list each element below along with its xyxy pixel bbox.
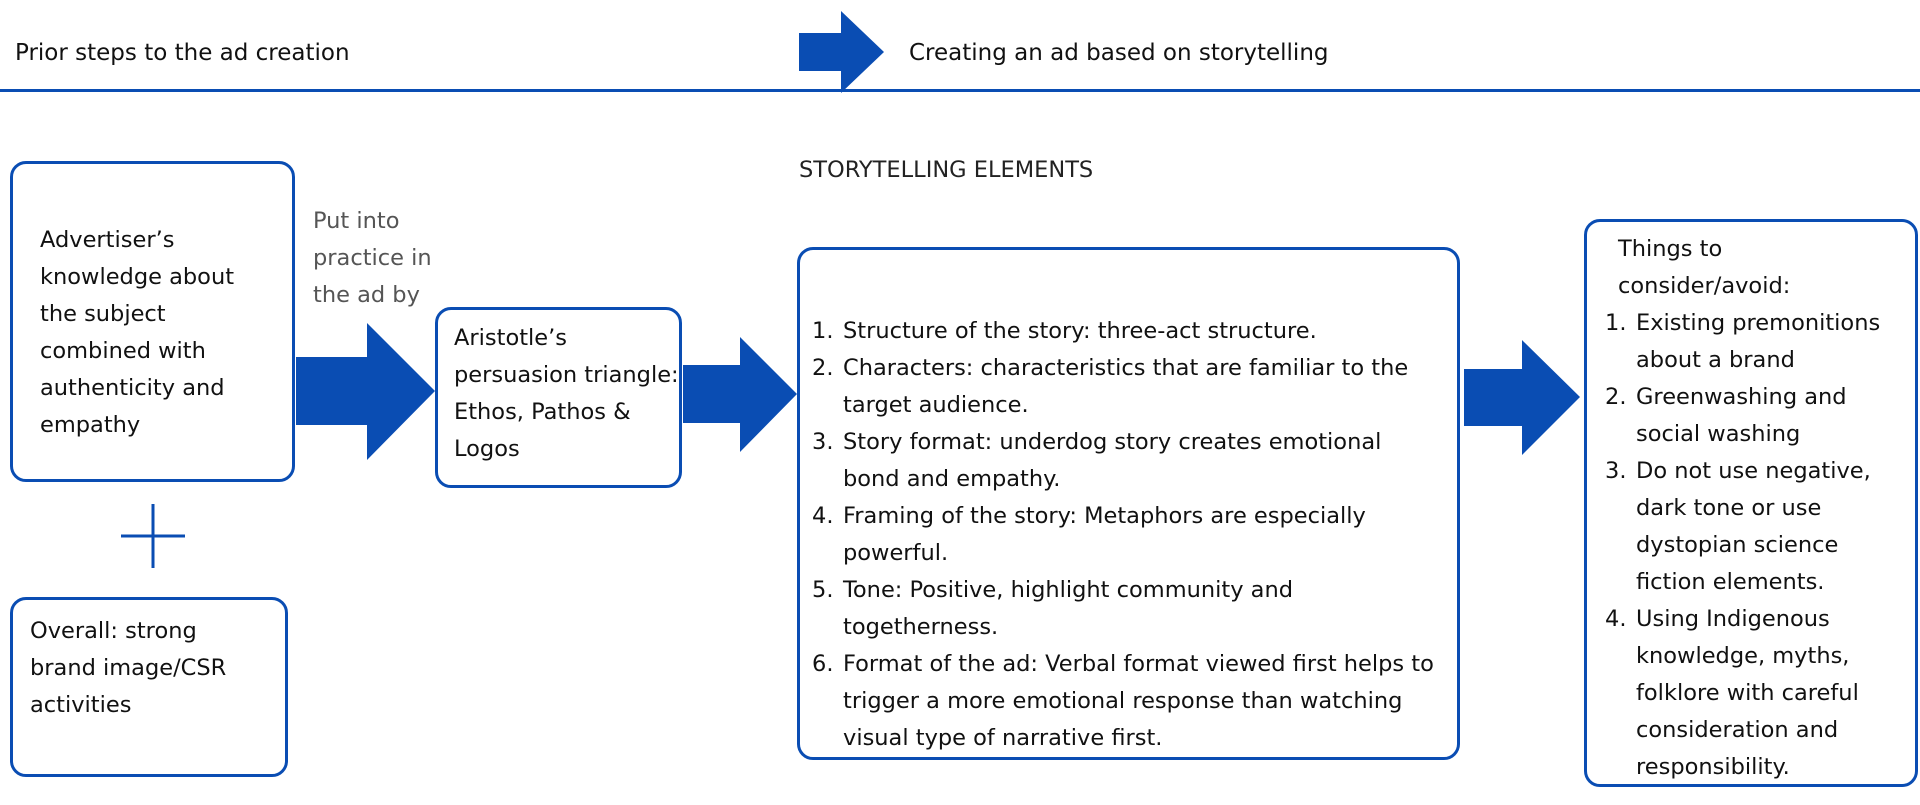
storytelling-item: 4. Framing of the story: Metaphors are es… bbox=[812, 498, 1437, 572]
header-arrow-icon bbox=[799, 11, 884, 93]
storytelling-item-number: 4. bbox=[812, 503, 834, 529]
considerations-title: Things to consider/avoid: bbox=[1618, 236, 1791, 299]
considerations-item-text: Do not use negative, dark tone or use dy… bbox=[1636, 458, 1871, 595]
storytelling-list: 1. Structure of the story: three-act stru… bbox=[812, 313, 1437, 757]
considerations-item-number: 2. bbox=[1605, 384, 1627, 410]
storytelling-item: 3. Story format: underdog story creates e… bbox=[812, 424, 1437, 498]
storytelling-item-number: 3. bbox=[812, 429, 834, 455]
overall-box-text: Overall: strong brand image/CSR activiti… bbox=[30, 618, 227, 718]
storytelling-item: 5. Tone: Positive, highlight community an… bbox=[812, 572, 1437, 646]
storytelling-item-text: Format of the ad: Verbal format viewed f… bbox=[843, 651, 1434, 751]
considerations-item-number: 3. bbox=[1605, 458, 1627, 484]
storytelling-item-text: Story format: underdog story creates emo… bbox=[843, 429, 1382, 492]
storytelling-item-number: 1. bbox=[812, 318, 834, 344]
considerations-item-text: Greenwashing and social washing bbox=[1636, 384, 1847, 447]
header-arrow-shape bbox=[799, 11, 884, 93]
connector-note: Put into practice in the ad by bbox=[313, 208, 432, 308]
header-left-label: Prior steps to the ad creation bbox=[15, 40, 350, 66]
storytelling-item-text: Tone: Positive, highlight community and … bbox=[843, 577, 1293, 640]
arrow-right-icon bbox=[1464, 340, 1580, 455]
considerations-item: 1. Existing premonitions about a brand bbox=[1605, 305, 1910, 379]
storytelling-item-number: 2. bbox=[812, 355, 834, 381]
overall-box: Overall: strong brand image/CSR activiti… bbox=[10, 597, 288, 777]
header-divider bbox=[0, 89, 1920, 92]
considerations-item-number: 4. bbox=[1605, 606, 1627, 632]
considerations-item-number: 1. bbox=[1605, 310, 1627, 336]
header-right-label: Creating an ad based on storytelling bbox=[909, 40, 1329, 66]
storytelling-item-text: Structure of the story: three-act struct… bbox=[843, 318, 1317, 344]
storytelling-item: 2. Characters: characteristics that are f… bbox=[812, 350, 1437, 424]
considerations-item: 3. Do not use negative, dark tone or use … bbox=[1605, 453, 1910, 601]
considerations-list: 1. Existing premonitions about a brand 2.… bbox=[1605, 305, 1910, 786]
storytelling-item: 1. Structure of the story: three-act stru… bbox=[812, 313, 1437, 350]
arrow-right-icon bbox=[296, 323, 435, 460]
storytelling-item-text: Framing of the story: Metaphors are espe… bbox=[843, 503, 1366, 566]
storytelling-item-text: Characters: characteristics that are fam… bbox=[843, 355, 1409, 418]
aristotle-box: Aristotle’s persuasion triangle: Ethos, … bbox=[435, 307, 682, 488]
knowledge-box-text: Advertiser’s knowledge about the subject… bbox=[40, 227, 235, 438]
considerations-item-text: Existing premonitions about a brand bbox=[1636, 310, 1881, 373]
considerations-box: Things to consider/avoid: 1. Existing pre… bbox=[1584, 219, 1918, 787]
knowledge-box: Advertiser’s knowledge about the subject… bbox=[10, 161, 295, 482]
considerations-item-text: Using Indigenous knowledge, myths, folkl… bbox=[1636, 606, 1859, 780]
considerations-item: 2. Greenwashing and social washing bbox=[1605, 379, 1910, 453]
plus-icon bbox=[121, 504, 185, 568]
aristotle-box-text: Aristotle’s persuasion triangle: Ethos, … bbox=[454, 325, 679, 462]
storytelling-item-number: 6. bbox=[812, 651, 834, 677]
storytelling-box: 1. Structure of the story: three-act stru… bbox=[797, 247, 1460, 760]
storytelling-heading: STORYTELLING ELEMENTS bbox=[799, 157, 1094, 183]
storytelling-item-number: 5. bbox=[812, 577, 834, 603]
arrow-right-icon bbox=[683, 337, 797, 452]
considerations-item: 4. Using Indigenous knowledge, myths, fol… bbox=[1605, 601, 1910, 786]
storytelling-item: 6. Format of the ad: Verbal format viewed… bbox=[812, 646, 1437, 757]
